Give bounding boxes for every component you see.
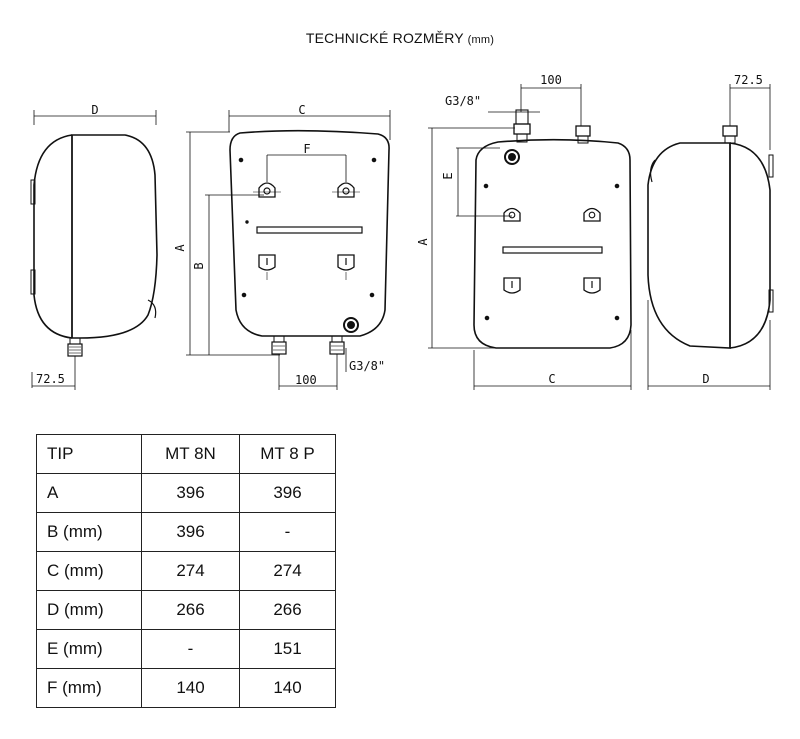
label-e: E <box>441 172 455 179</box>
table-cell: F (mm) <box>36 668 142 708</box>
table-cell: 274 <box>239 551 336 591</box>
table-cell: 396 <box>141 473 240 513</box>
diagram-title: TECHNICKÉ ROZMĚRY (mm) <box>0 30 800 46</box>
side-view-right <box>647 84 774 390</box>
table-row: C (mm) 274 274 <box>36 551 336 591</box>
table-cell: B (mm) <box>36 512 142 552</box>
label-c-mt8n: C <box>298 103 305 117</box>
label-b: B <box>192 262 206 269</box>
table-cell: - <box>239 512 336 552</box>
table-cell: 396 <box>239 473 336 513</box>
table-cell: A <box>36 473 142 513</box>
table-cell: 266 <box>239 590 336 630</box>
table-cell: E (mm) <box>36 629 142 669</box>
title-text: TECHNICKÉ ROZMĚRY <box>305 30 464 46</box>
table-row: E (mm) - 151 <box>36 629 336 669</box>
table-header-cell: MT 8N <box>141 434 240 474</box>
table-cell: 151 <box>239 629 336 669</box>
dimensions-table: TIP MT 8N MT 8 P A 396 396 B (mm) 396 - … <box>36 434 336 708</box>
front-view-mt8p <box>428 84 632 390</box>
table-cell: 396 <box>141 512 240 552</box>
label-d-left: D <box>91 103 98 117</box>
table-header-cell: MT 8 P <box>239 434 336 474</box>
label-c-mt8p: C <box>548 372 555 386</box>
side-view-left <box>30 110 158 390</box>
label-100-mt8n: 100 <box>295 373 317 387</box>
table-row: D (mm) 266 266 <box>36 590 336 630</box>
table-header-row: TIP MT 8N MT 8 P <box>36 434 336 474</box>
label-thread-mt8n: G3/8" <box>349 359 385 373</box>
label-a-mt8p: A <box>416 238 430 246</box>
label-thread-mt8p: G3/8" <box>445 94 481 108</box>
table-row: F (mm) 140 140 <box>36 668 336 708</box>
table-cell: C (mm) <box>36 551 142 591</box>
label-100-mt8p: 100 <box>540 73 562 87</box>
table-header-cell: TIP <box>36 434 142 474</box>
table-cell: D (mm) <box>36 590 142 630</box>
table-row: B (mm) 396 - <box>36 512 336 552</box>
table-cell: 140 <box>141 668 240 708</box>
table-cell: 140 <box>239 668 336 708</box>
table-cell: - <box>141 629 240 669</box>
label-d-right: D <box>702 372 709 386</box>
table-cell: 266 <box>141 590 240 630</box>
title-unit: (mm) <box>467 34 495 46</box>
table-row: A 396 396 <box>36 473 336 513</box>
table-cell: 274 <box>141 551 240 591</box>
technical-drawings: D 72.5 <box>30 73 774 390</box>
label-72-5-left: 72.5 <box>36 372 65 386</box>
back-view-mt8n <box>186 110 391 390</box>
label-a-mt8n: A <box>173 244 187 252</box>
label-f: F <box>303 142 310 156</box>
label-72-5-right: 72.5 <box>734 73 763 87</box>
